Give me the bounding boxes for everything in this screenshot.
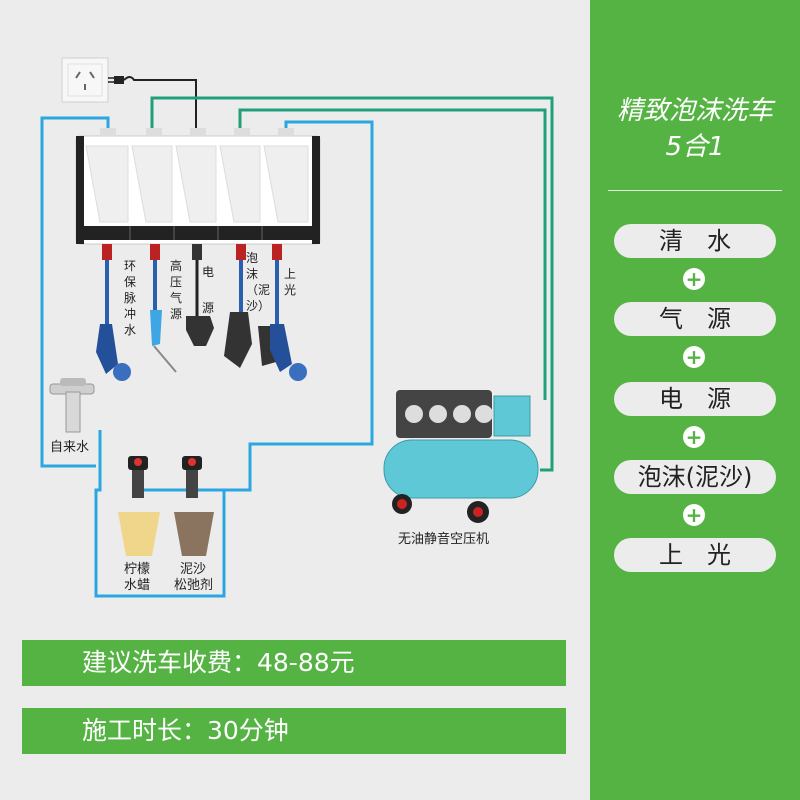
outlet-label-foam: 泡沫（泥沙）: [246, 251, 271, 313]
water-line-tap: [40, 116, 110, 468]
fee-banner: 建议洗车收费：48-88元: [22, 640, 566, 686]
outlet-label-power-2: 源: [202, 301, 215, 315]
cup1-label-line2: 水蜡: [124, 578, 151, 593]
diagram-area: 环保脉冲水 高压气源 电 源 泡沫（泥沙） 上光 自来水 柠檬 水蜡 泥沙 松弛…: [40, 57, 554, 598]
compressor-label: 无油静音空压机: [398, 532, 490, 547]
power-plug-icon: [108, 76, 197, 132]
wall-socket-icon: [61, 57, 109, 103]
item-air-source: 气 源: [614, 302, 776, 336]
item-power-source: 电 源: [614, 382, 776, 416]
item-polish: 上 光: [614, 538, 776, 572]
faucet-icon: [49, 378, 95, 433]
dosing-pump-icon: [182, 456, 202, 498]
air-line-foam: [238, 108, 547, 400]
mud-relaxer-cup: [174, 512, 214, 556]
lemon-wax-cup: [118, 512, 160, 556]
spray-gun-icon: [96, 324, 131, 381]
outlet-label-air: 高压气源: [170, 259, 183, 321]
plus-icon: +: [683, 504, 705, 526]
outlet-label-power-1: 电: [202, 265, 215, 279]
cup2-label-line2: 松弛剂: [174, 578, 214, 593]
foam-gun-icon: [224, 312, 276, 368]
item-clean-water: 清 水: [614, 224, 776, 258]
outlet-label-polish: 上光: [284, 267, 297, 297]
cup2-label-line1: 泥沙: [180, 562, 207, 577]
wash-machine-cabinet: [75, 128, 321, 245]
plus-icon: +: [683, 346, 705, 368]
connection-diagram: [40, 57, 554, 598]
panel-title: 精致泡沫洗车: [616, 96, 773, 126]
power-drill-icon: [186, 316, 214, 346]
plus-icon: +: [683, 268, 705, 290]
air-line: [150, 96, 554, 472]
cup1-label-line1: 柠檬: [124, 562, 151, 577]
right-panel: 精致泡沫洗车 5合1 清 水 + 气 源 + 电 源 + 泡沫(泥沙) + 上 …: [590, 0, 800, 800]
dosing-pump-icon: [128, 456, 148, 498]
plus-icon: +: [683, 426, 705, 448]
item-foam: 泡沫(泥沙): [614, 460, 776, 494]
tap-label: 自来水: [50, 440, 90, 455]
outlet-connectors: [102, 244, 282, 326]
air-compressor-icon: [383, 390, 539, 523]
panel-subtitle: 5合1: [665, 132, 725, 162]
outlet-label-pulse-water: 环保脉冲水: [124, 259, 137, 337]
panel-divider: [608, 190, 782, 191]
air-blow-gun-icon: [150, 310, 177, 373]
duration-banner: 施工时长：30分钟: [22, 708, 566, 754]
water-line-cups: [94, 430, 226, 598]
polish-gun-icon: [270, 324, 307, 381]
water-line-main: [138, 120, 374, 492]
